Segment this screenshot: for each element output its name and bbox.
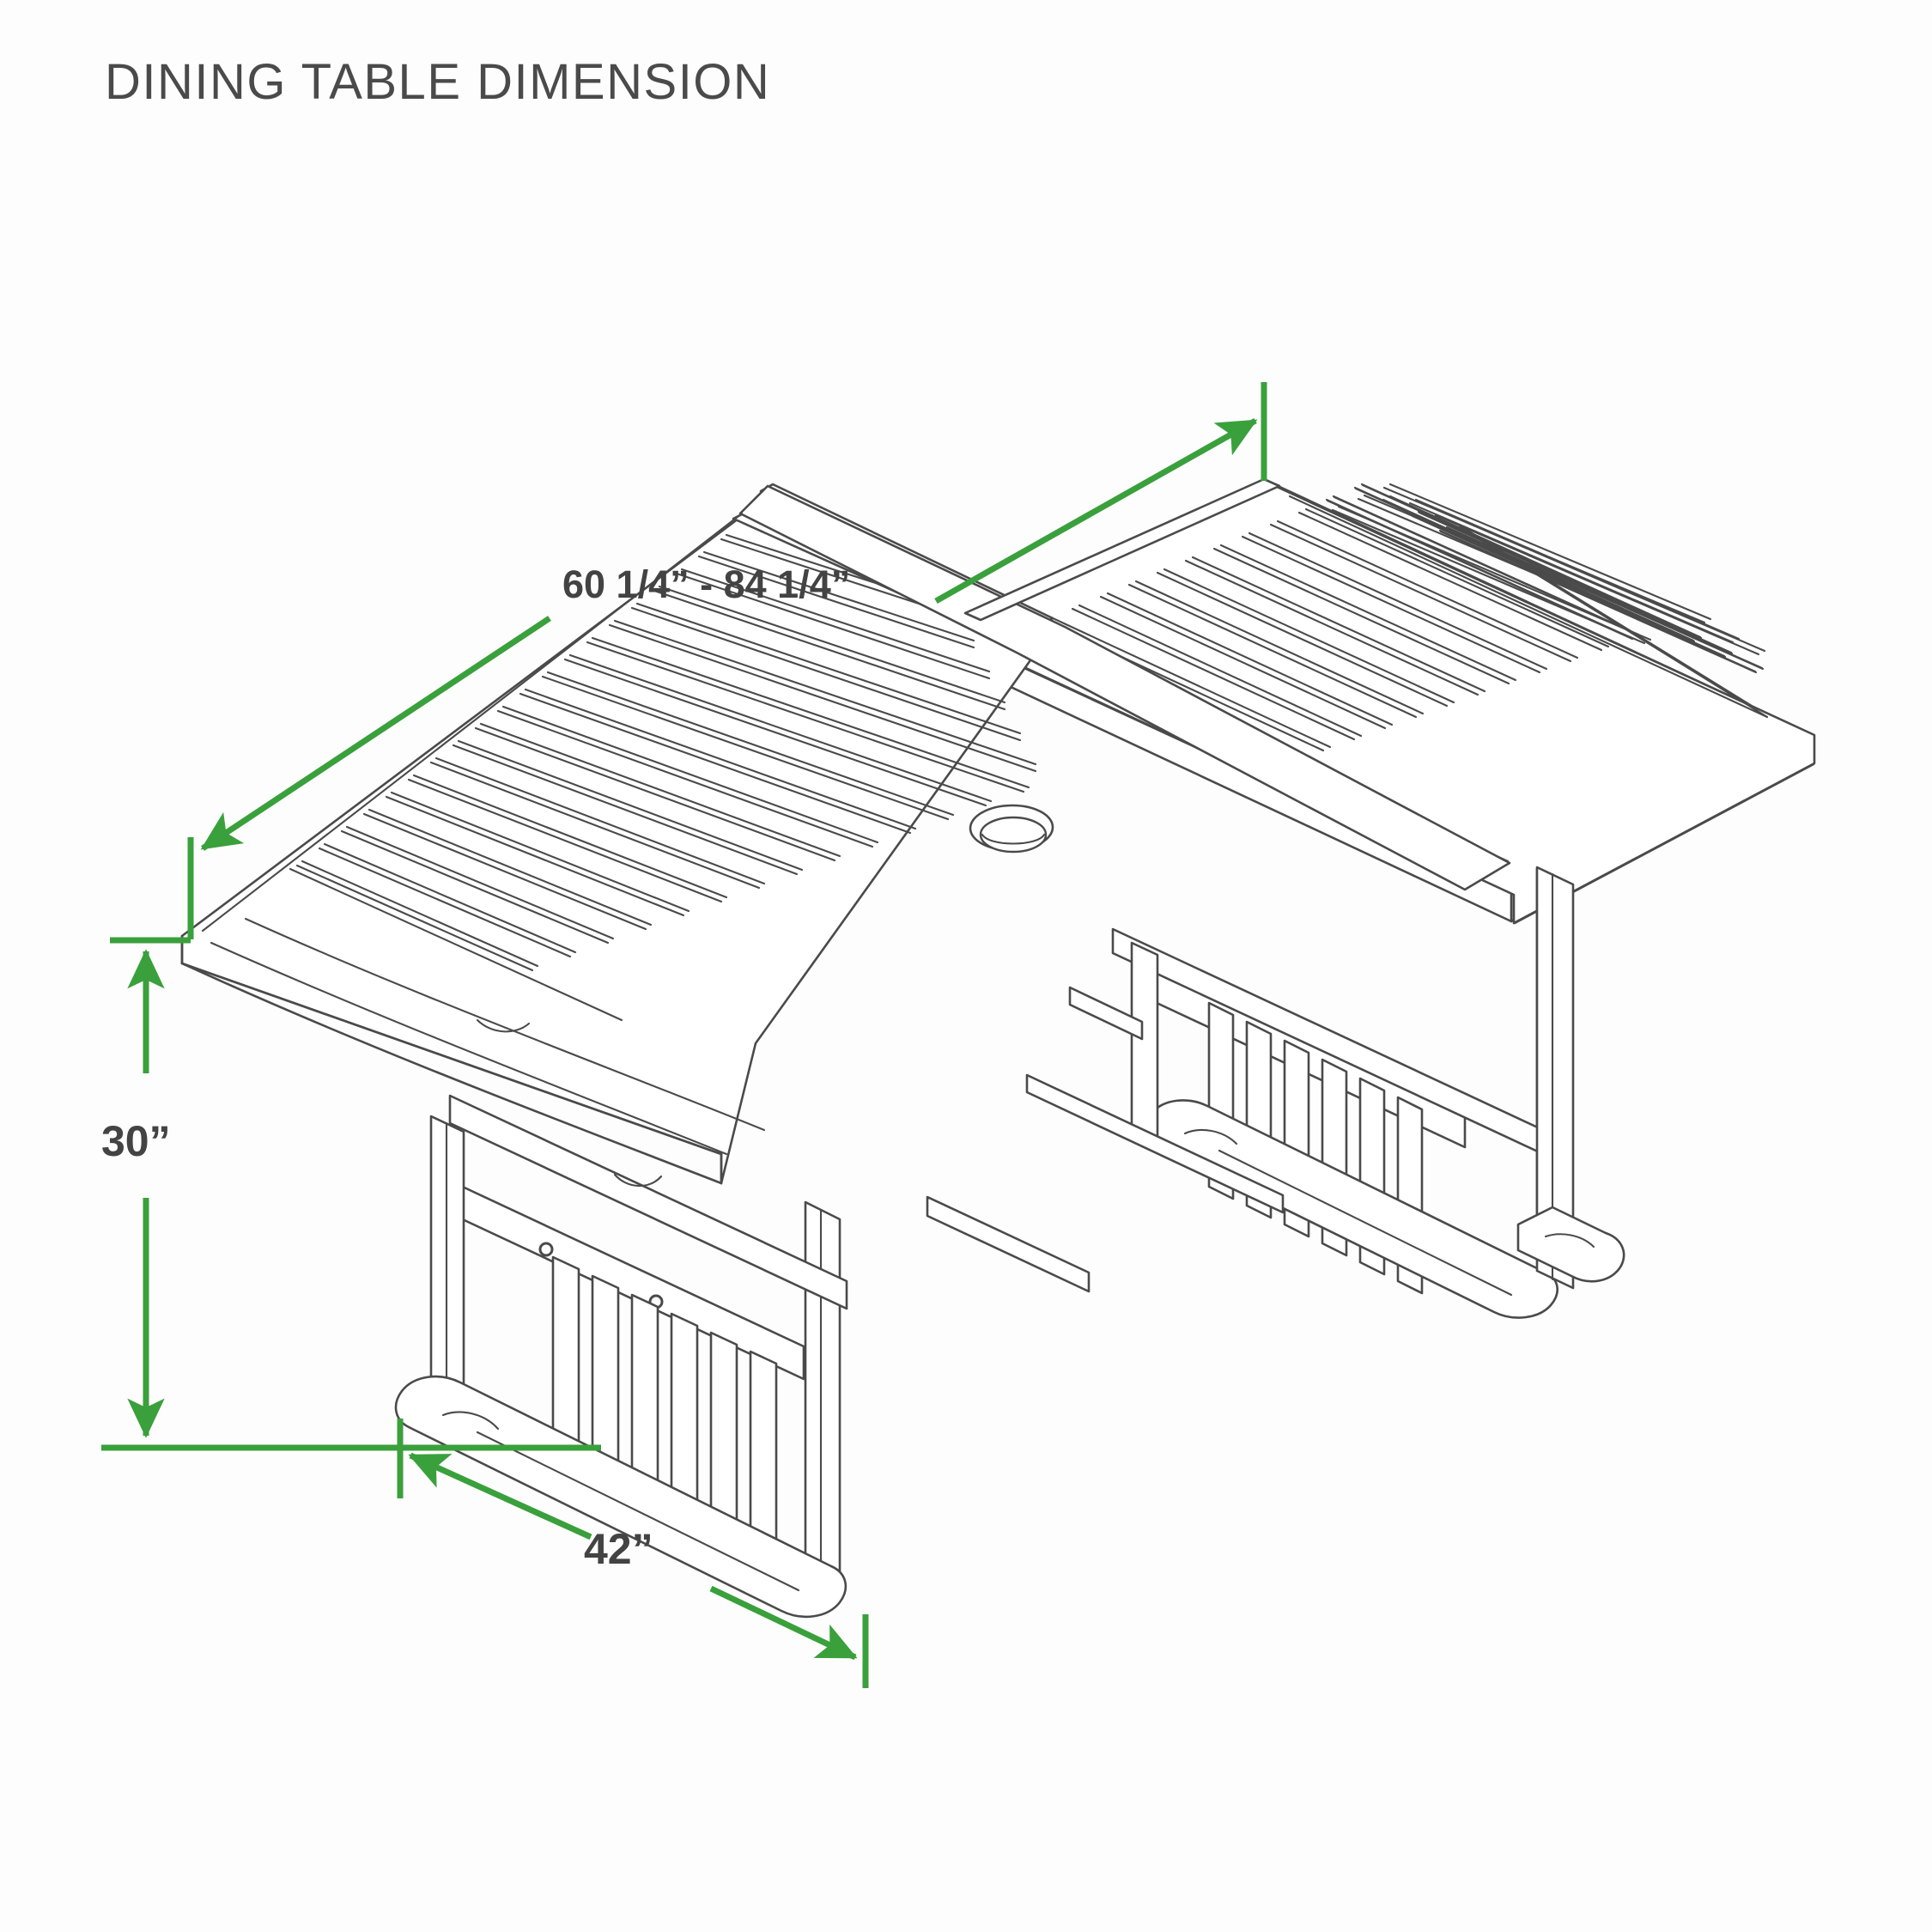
center-board-umbrella xyxy=(738,484,1511,891)
left-leg-balusters xyxy=(551,1255,778,1573)
left-under-frame xyxy=(926,1195,1091,1293)
dimension-length xyxy=(187,382,1267,939)
slat-group-left xyxy=(295,533,1037,972)
leg-assembly-left xyxy=(394,1094,848,1619)
hardware-hole-1 xyxy=(538,1242,554,1257)
umbrella-hole-inner xyxy=(979,816,1048,854)
left-panel-rails xyxy=(201,512,744,933)
right-foot xyxy=(1516,1206,1625,1283)
right-panel-divider xyxy=(963,477,1281,622)
left-slat-frame xyxy=(289,867,623,1022)
page-title: DINING TABLE DIMENSION xyxy=(105,54,771,110)
gap-rails xyxy=(1068,986,1144,1041)
extension-slide-rails xyxy=(1025,1073,1285,1214)
dimension-width xyxy=(397,1419,869,1688)
table-top-left xyxy=(180,512,1041,1185)
dimension-label-width: 42” xyxy=(584,1525,653,1573)
catch-blocks xyxy=(476,1018,531,1033)
dimension-height xyxy=(101,937,601,1451)
dimension-label-height: 30” xyxy=(101,1117,171,1165)
dimension-label-length: 60 1/4” - 84 1/4” xyxy=(562,562,851,606)
